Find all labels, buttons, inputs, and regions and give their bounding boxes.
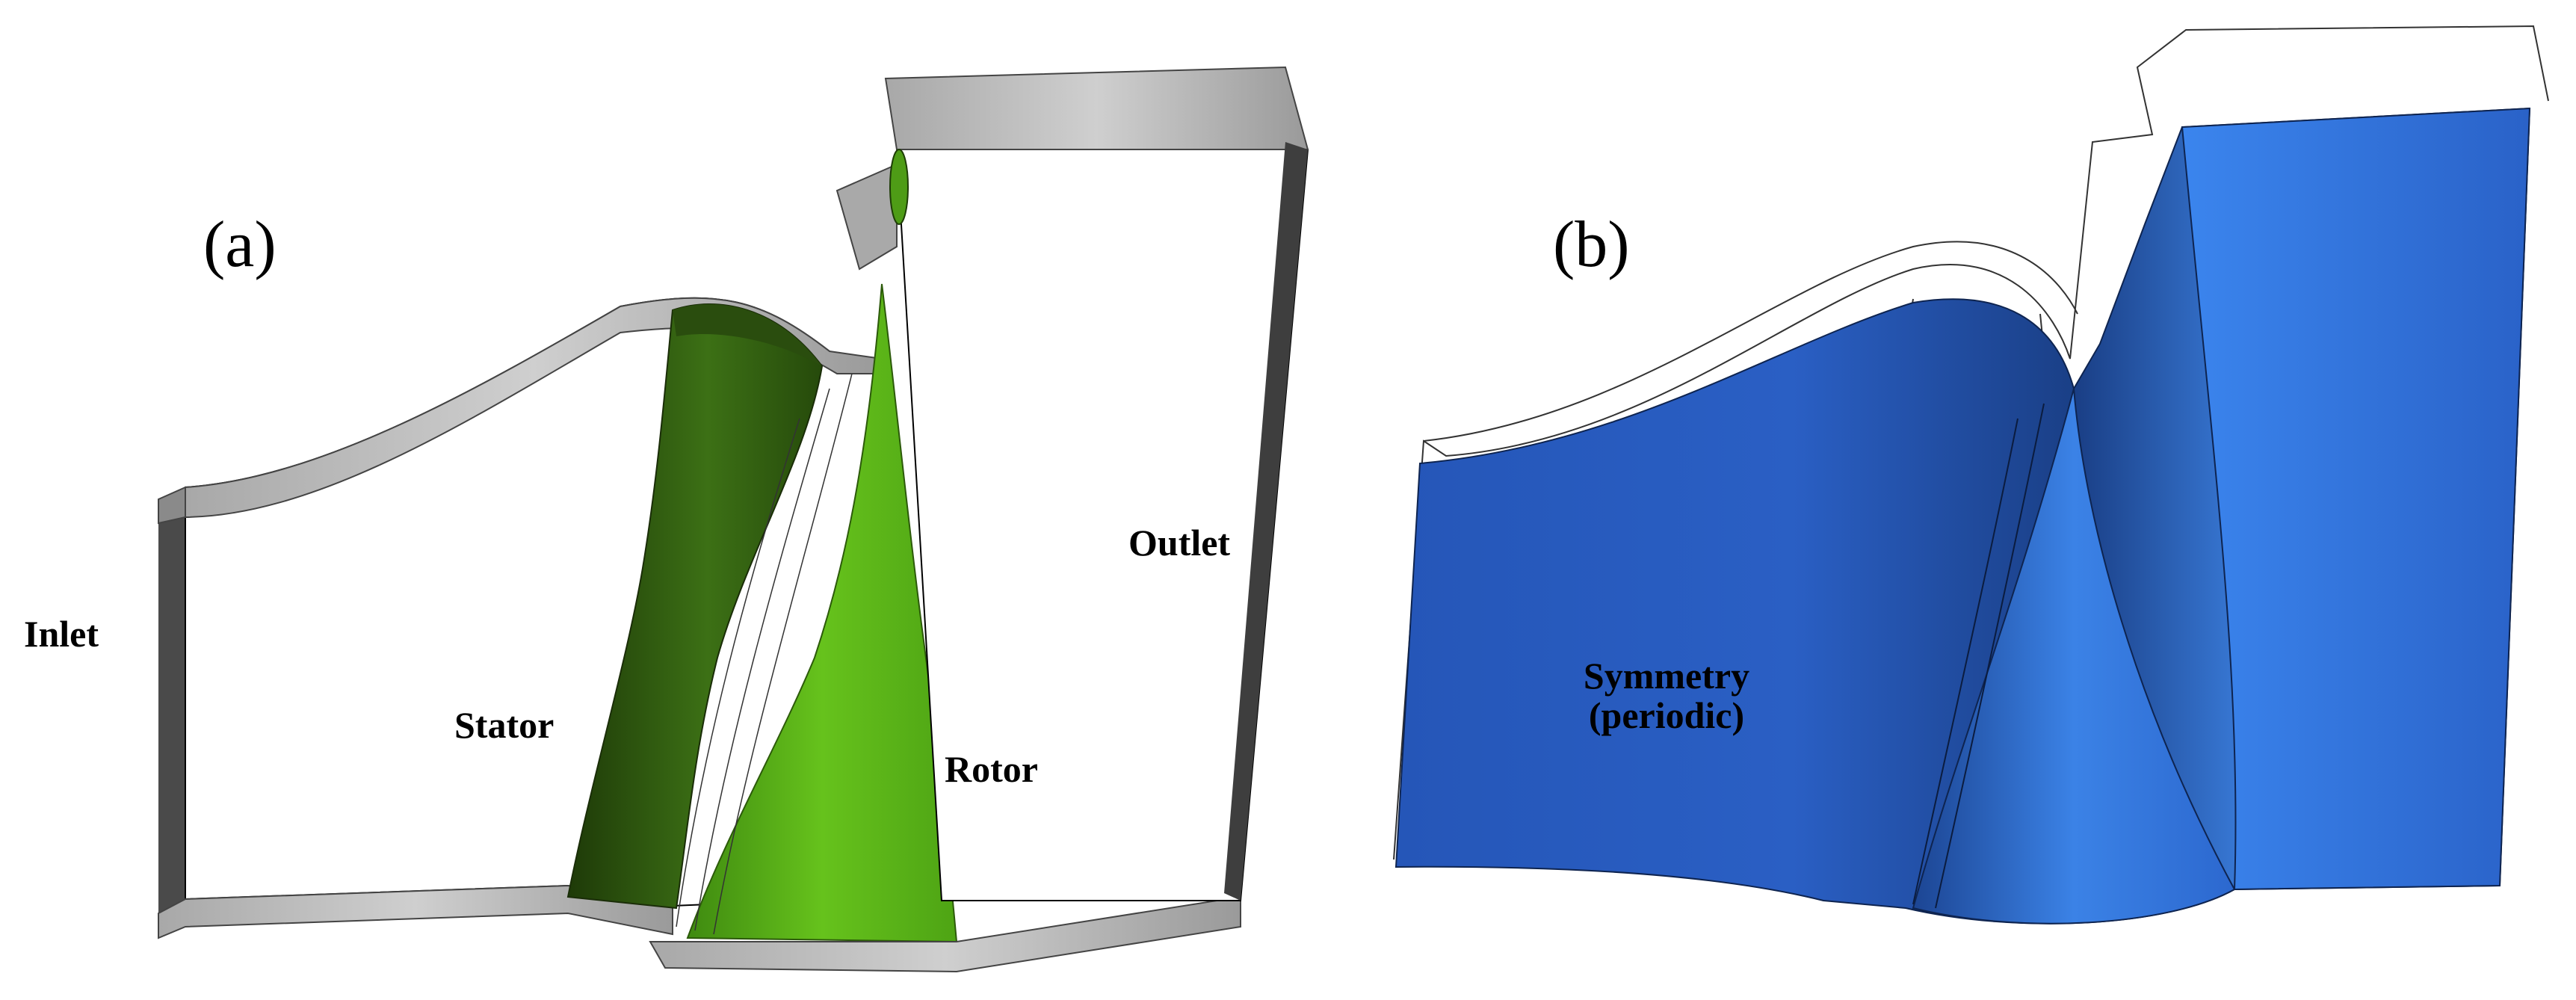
shroud-top-edge xyxy=(158,486,186,525)
rotor-hub-wall xyxy=(649,895,1241,973)
outlet-right-face xyxy=(1224,142,1308,901)
wireframe-outline xyxy=(1393,25,2549,860)
inlet-label: Inlet xyxy=(24,613,99,655)
symmetry-label: Symmetry (periodic) xyxy=(1569,656,1764,735)
rotor-label: Rotor xyxy=(945,748,1038,790)
rotor-tip-wall xyxy=(835,163,898,271)
symmetry-label-line2: (periodic) xyxy=(1588,694,1745,736)
panel-a-geometry xyxy=(158,66,1309,973)
hub-surface-b xyxy=(1912,388,2236,925)
blade-gap-lines xyxy=(676,373,853,935)
blade-gap-lines-b xyxy=(1912,403,2045,909)
inlet-face xyxy=(158,487,185,913)
rotor-tip-patch xyxy=(889,149,909,225)
panel-a-label: (a) xyxy=(203,209,277,281)
symmetry-label-line1: Symmetry xyxy=(1583,655,1750,697)
stator-label: Stator xyxy=(454,704,555,746)
outlet-top-wall xyxy=(884,66,1309,150)
stator-tip xyxy=(673,304,822,366)
outlet-label: Outlet xyxy=(1128,522,1231,564)
panel-b-label: (b) xyxy=(1553,209,1630,281)
hub-wall xyxy=(158,884,673,939)
panel-b-geometry xyxy=(1393,25,2549,925)
rotor-blade xyxy=(686,283,958,943)
outlet-face-b xyxy=(2181,107,2531,891)
